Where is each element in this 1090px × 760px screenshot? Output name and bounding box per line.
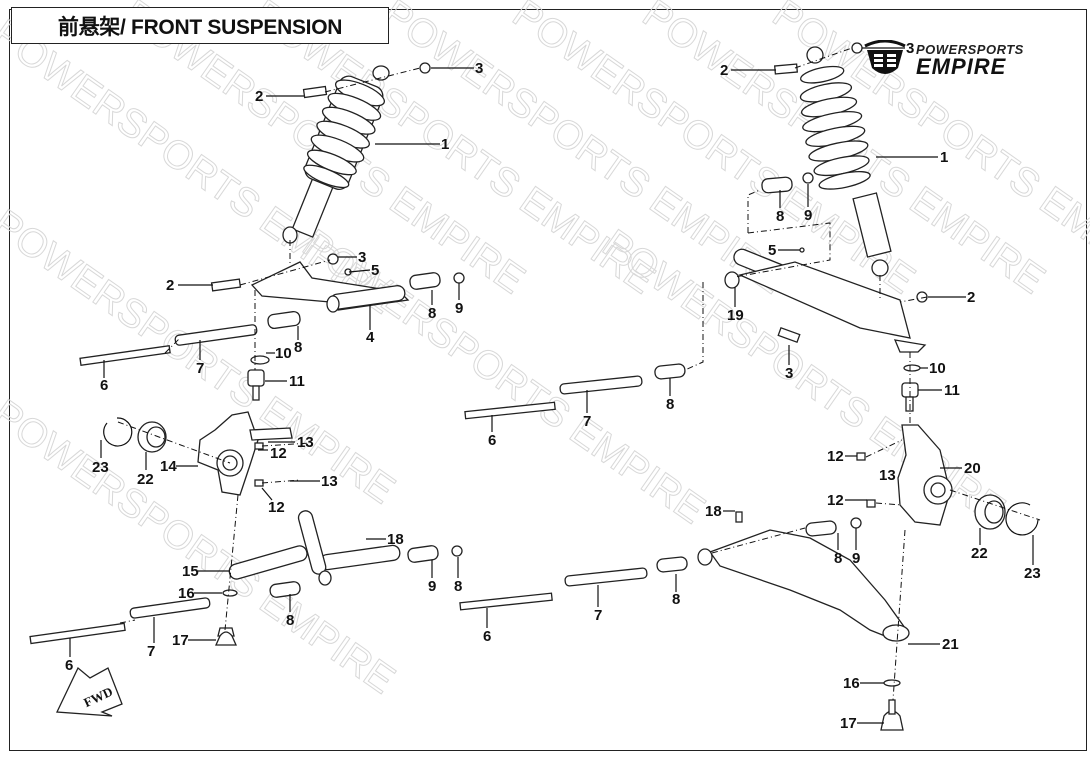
- empire-shield-icon: [864, 40, 906, 74]
- callout-7: 7: [583, 413, 591, 430]
- callout-11: 11: [944, 382, 960, 399]
- callout-1: 1: [940, 149, 948, 166]
- callout-2: 2: [255, 88, 263, 105]
- callout-23: 23: [92, 459, 109, 476]
- callout-2: 2: [166, 277, 174, 294]
- callout-17: 17: [172, 632, 189, 649]
- callout-13: 13: [321, 473, 338, 490]
- callout-6: 6: [483, 628, 491, 645]
- callout-3: 3: [906, 40, 914, 57]
- callout-2: 2: [720, 62, 728, 79]
- callout-2: 3: [785, 365, 793, 382]
- callout-16: 16: [178, 585, 195, 602]
- callout-7: 7: [594, 607, 602, 624]
- callout-8: 8: [294, 339, 302, 356]
- brand-line1: POWERSPORTS: [916, 41, 1024, 57]
- callout-12: 12: [827, 448, 844, 465]
- brand-logo: POWERSPORTS EMPIRE: [862, 40, 1024, 80]
- callout-8: 9: [428, 578, 436, 595]
- callout-13: 13: [879, 467, 896, 484]
- right-lower-a-arm: [459, 511, 910, 731]
- callout-11: 11: [289, 373, 305, 390]
- callout-8: 8: [776, 208, 784, 225]
- callout-4: 4: [366, 329, 375, 346]
- callout-13: 13: [297, 434, 314, 451]
- right-upper-a-arm: [724, 172, 928, 412]
- callout-9: 8: [454, 578, 462, 595]
- callout-9: 9: [852, 550, 860, 567]
- callout-8: 8: [666, 396, 674, 413]
- callout-8: 8: [428, 305, 436, 322]
- callout-20: 20: [964, 460, 981, 477]
- callout-12: 12: [268, 499, 285, 516]
- callout-leaders: [69, 47, 1034, 724]
- callout-12: 12: [827, 492, 844, 509]
- callout-9: 9: [455, 300, 463, 317]
- callout-10: 10: [929, 360, 946, 377]
- callout-5: 5: [371, 262, 379, 279]
- callout-6: 6: [488, 432, 496, 449]
- callout-23: 23: [1024, 565, 1041, 582]
- callout-6: 6: [65, 657, 73, 674]
- left-shock-absorber: [282, 65, 390, 244]
- callout-12: 12: [270, 445, 287, 462]
- left-upper-a-arm: [250, 253, 465, 330]
- callout-3: 3: [475, 60, 483, 77]
- callout-3: 3: [358, 249, 366, 266]
- callout-21: 21: [942, 636, 959, 653]
- title-box: 前悬架/ FRONT SUSPENSION: [11, 7, 389, 44]
- callout-9: 9: [804, 207, 812, 224]
- callout-6: 6: [100, 377, 108, 394]
- right-shock-absorber: [799, 46, 892, 277]
- right-knuckle: [856, 424, 1039, 536]
- fwd-arrow: FWD: [56, 666, 123, 717]
- callout-15: 15: [182, 563, 199, 580]
- callout-8: 8: [286, 612, 294, 629]
- callout-10: 10: [275, 345, 292, 362]
- callout-22: 22: [137, 471, 154, 488]
- left-assembly-lines: [117, 67, 421, 631]
- callout-16: 16: [843, 675, 860, 692]
- callout-18: 18: [387, 531, 404, 548]
- callout-3: 2: [967, 289, 975, 306]
- left-lower-a-arm: [29, 510, 463, 646]
- left-knuckle: [103, 411, 293, 496]
- callout-5: 5: [768, 242, 776, 259]
- callout-1: 1: [441, 136, 449, 153]
- callout-22: 22: [971, 545, 988, 562]
- callout-7: 7: [147, 643, 155, 660]
- page-title: 前悬架/ FRONT SUSPENSION: [57, 15, 343, 39]
- right-assembly-lines: [684, 47, 1041, 701]
- callout-19: 19: [727, 307, 744, 324]
- callout-8: 8: [672, 591, 680, 608]
- left-bolts-and-tubes: [79, 62, 431, 401]
- callout-labels: 1 2 3 2 3 5 4 8 9 8 7 6 10 11 13 12 13 1…: [65, 40, 1041, 732]
- diagram-frame: [9, 9, 1087, 751]
- callout-8: 8: [834, 550, 842, 567]
- callout-17: 17: [840, 715, 857, 732]
- callout-14: 14: [160, 458, 177, 475]
- callout-18: 18: [705, 503, 722, 520]
- brand-line2: EMPIRE: [916, 53, 1007, 79]
- callout-7: 7: [196, 360, 204, 377]
